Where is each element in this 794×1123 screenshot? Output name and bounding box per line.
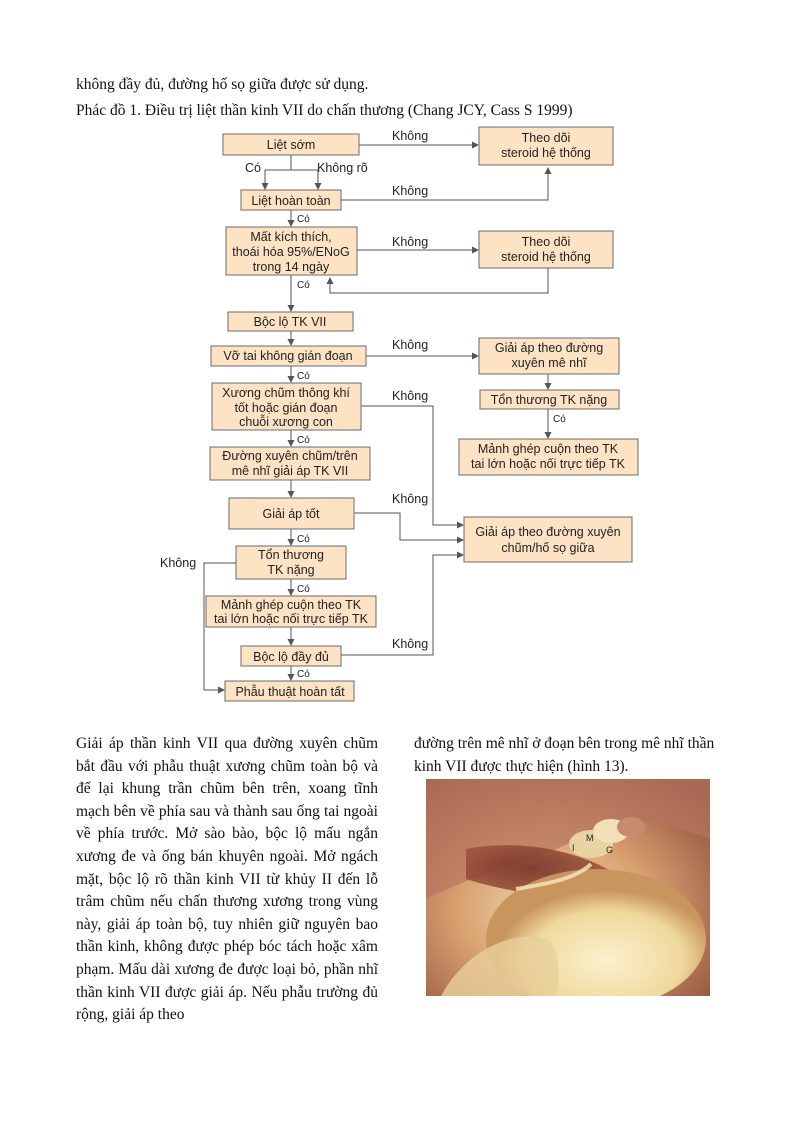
text-b9-l1: Xương chũm thông khí	[222, 386, 350, 400]
text-b5-l1: Theo dõi	[522, 235, 571, 249]
text-b3-l1: Liệt hoàn toàn	[251, 194, 330, 208]
box-duong-xuyen-chum	[209, 446, 371, 481]
box-liet-som	[222, 133, 360, 156]
box-phau-thuat	[224, 680, 355, 702]
flowchart-edge-labels: Không Có Không rõ Không Có Không Có Khôn…	[160, 129, 566, 680]
box-giai-ap-tot	[228, 497, 355, 530]
box-xuong-chum	[211, 382, 362, 431]
text-b18-l1: Phẫu thuật hoàn tất	[235, 684, 345, 699]
box-boc-lo-day-du	[240, 645, 342, 667]
text-b8-l2: xuyên mê nhĩ	[511, 356, 587, 370]
label-co-7: Có	[297, 534, 310, 545]
text-b14-l2: chũm/hố sọ giữa	[501, 541, 594, 555]
box-giai-ap-xuyen-chum	[463, 516, 633, 563]
photo-label-i: I	[572, 843, 575, 853]
label-khong-1: Không	[392, 129, 428, 143]
text-b13-l1: Giải áp tốt	[263, 507, 321, 521]
flowchart-connectors	[203, 141, 552, 694]
left-text-column: Giải áp thần kinh VII qua đường xuyên ch…	[76, 733, 378, 1027]
flowchart-boxes	[205, 126, 639, 702]
label-khong-5: Không	[392, 389, 428, 403]
label-khong-3: Không	[392, 235, 428, 249]
text-b12-l1: Mảnh ghép cuộn theo TK	[478, 442, 619, 456]
text-b12-l2: tai lớn hoặc nối trực tiếp TK	[471, 457, 626, 471]
box-giai-ap-me-nhi	[478, 337, 620, 375]
label-co-5: Có	[553, 414, 566, 425]
label-khong-ro: Không rõ	[317, 161, 368, 175]
label-co-8: Có	[297, 584, 310, 595]
box-manh-ghep-right	[458, 438, 639, 476]
flowchart: Liệt sớm Theo dõi steroid hệ thống Liệt …	[160, 126, 639, 702]
text-b17-l1: Bộc lộ đầy đủ	[253, 650, 329, 664]
box-boc-lo-tk-vii	[227, 311, 354, 332]
label-khong-6: Không	[392, 492, 428, 506]
text-b1-l1: Liệt sớm	[267, 138, 316, 152]
flowchart-box-texts: Liệt sớm Theo dõi steroid hệ thống Liệt …	[214, 131, 626, 699]
text-b2-l1: Theo dõi	[522, 131, 571, 145]
text-b15-l1: Tổn thương	[258, 548, 324, 562]
label-co-4: Có	[297, 371, 310, 382]
photo-label-m: M	[586, 833, 594, 843]
top-text-line: không đầy đủ, đường hố sọ giữa được sử d…	[76, 76, 369, 93]
label-co-6: Có	[297, 435, 310, 446]
label-co-1: Có	[245, 161, 261, 175]
label-khong-8: Không	[392, 637, 428, 651]
box-liet-hoan-toan	[240, 189, 342, 211]
text-b16-l2: tai lớn hoặc nối trực tiếp TK	[214, 612, 369, 626]
label-khong-4: Không	[392, 338, 428, 352]
box-manh-ghep-left	[205, 595, 377, 628]
box-mat-kich-thich	[225, 226, 358, 276]
label-co-3: Có	[297, 280, 310, 291]
surgical-photo-image	[426, 779, 710, 996]
text-b14-l1: Giải áp theo đường xuyên	[475, 525, 620, 539]
figure-caption: Phác đồ 1. Điều trị liệt thần kinh VII d…	[76, 102, 573, 119]
text-b11-l2: mê nhĩ giải áp TK VII	[232, 464, 349, 478]
box-ton-thuong-left	[235, 545, 347, 580]
text-b6-l1: Bộc lộ TK VII	[254, 315, 327, 329]
text-b4-l1: Mất kích thích,	[250, 230, 331, 244]
text-b5-l2: steroid hệ thống	[501, 250, 591, 264]
text-b16-l1: Mảnh ghép cuộn theo TK	[221, 598, 362, 612]
label-co-2: Có	[297, 214, 310, 225]
surgical-photo: M I G	[426, 779, 710, 996]
right-paragraph: đường trên mê nhĩ ở đoạn bên trong mê nh…	[414, 735, 715, 775]
photo-label-g: G	[606, 845, 614, 855]
text-b8-l1: Giải áp theo đường	[495, 341, 603, 355]
box-theo-doi-1	[478, 126, 614, 166]
text-b9-l3: chuỗi xương con	[239, 414, 333, 429]
label-co-9: Có	[297, 669, 310, 680]
right-text-column: đường trên mê nhĩ ở đoạn bên trong mê nh…	[414, 733, 724, 778]
text-b10-l1: Tổn thương TK nặng	[491, 393, 607, 407]
text-b15-l2: TK nặng	[267, 563, 314, 577]
text-b2-l2: steroid hệ thống	[501, 146, 591, 160]
text-b9-l2: tốt hoặc gián đoạn	[235, 401, 338, 415]
box-vo-tai	[210, 345, 367, 367]
left-paragraph: Giải áp thần kinh VII qua đường xuyên ch…	[76, 735, 378, 1024]
text-b4-l3: trong 14 ngày	[253, 260, 330, 274]
box-theo-doi-2	[478, 230, 614, 269]
text-b11-l1: Đường xuyên chũm/trên	[222, 449, 357, 463]
box-ton-thuong-right	[479, 389, 620, 410]
label-khong-7: Không	[160, 556, 196, 570]
text-b7-l1: Vỡ tai không gián đoạn	[223, 349, 352, 363]
label-khong-2: Không	[392, 184, 428, 198]
text-b4-l2: thoái hóa 95%/ENoG	[232, 245, 349, 259]
